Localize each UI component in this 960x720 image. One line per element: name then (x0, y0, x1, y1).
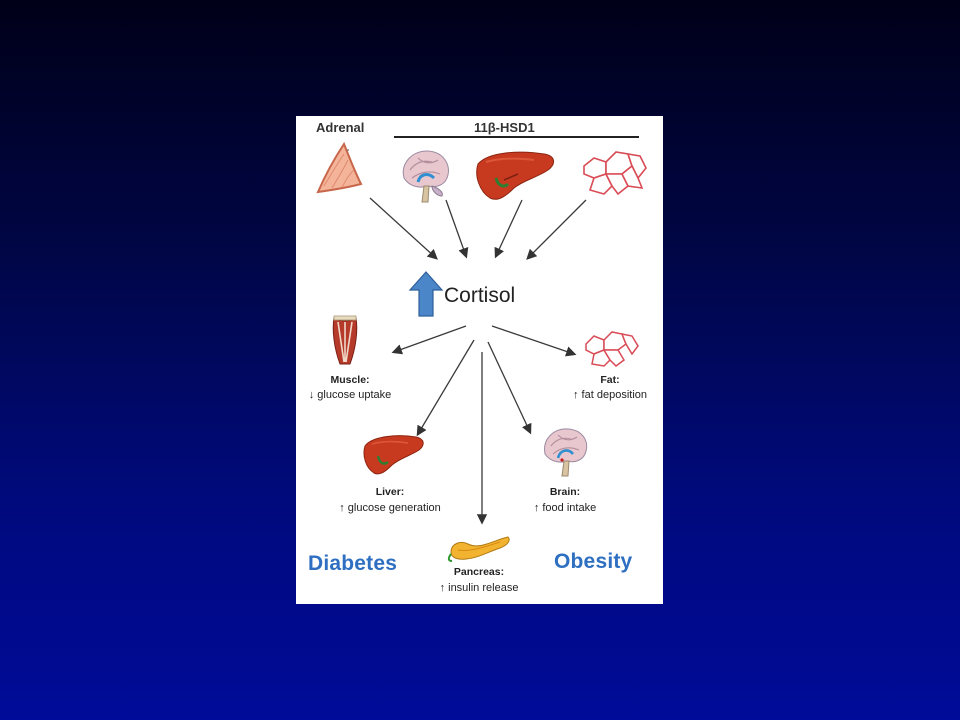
brain-icon-middle (544, 428, 588, 477)
liver-effect: ↑ glucose generation (339, 502, 441, 514)
hsd1-bracket-line (394, 136, 639, 138)
obesity-outcome-label: Obesity (554, 550, 633, 573)
fat-effect: ↑ fat deposition (573, 389, 647, 401)
muscle-title: Muscle: (330, 374, 370, 386)
cortisol-diagram-panel: Adrenal 11β-HSD1 (296, 116, 663, 604)
fat-title: Fat: (600, 374, 620, 386)
adrenal-gland-icon (316, 141, 363, 194)
input-arrows (369, 197, 587, 525)
hsd1-label: 11β-HSD1 (474, 120, 535, 135)
pancreas-effect: ↑ insulin release (439, 582, 519, 594)
fat-cells-icon-right (585, 331, 639, 367)
liver-title: Liver: (375, 486, 405, 498)
fat-cells-icon-top (583, 151, 647, 196)
liver-icon-middle (363, 435, 424, 475)
pancreas-icon (447, 536, 510, 562)
liver-icon-top (476, 151, 554, 200)
diabetes-outcome-label: Diabetes (308, 552, 398, 575)
brain-effect: ↑ food intake (533, 502, 597, 514)
adrenal-label: Adrenal (316, 120, 365, 135)
muscle-effect: ↓ glucose uptake (308, 389, 392, 401)
brain-title: Brain: (549, 486, 581, 498)
muscle-icon (332, 315, 358, 365)
cortisol-increase-arrow-icon (408, 271, 444, 317)
brain-icon-top (402, 150, 449, 203)
pancreas-title: Pancreas: (453, 566, 505, 578)
cortisol-label: Cortisol (444, 284, 516, 307)
